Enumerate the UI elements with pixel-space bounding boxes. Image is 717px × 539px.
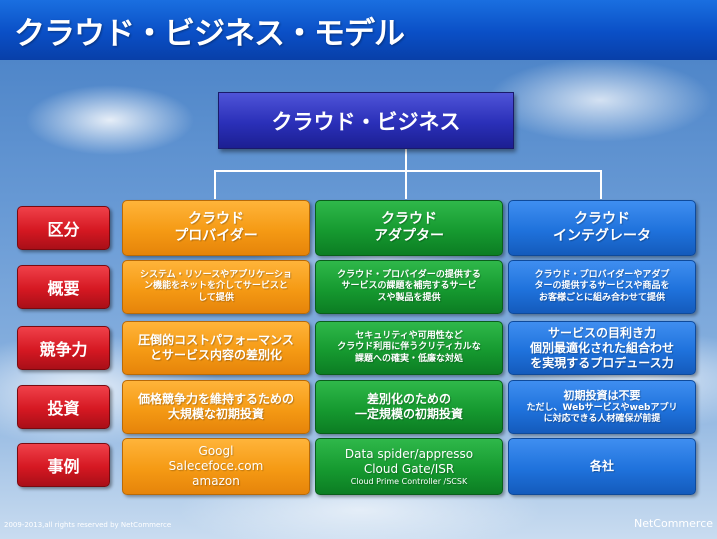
cell-line: Cloud Gate/ISR [363, 461, 455, 476]
competitiveness-integrator: サービスの目利き力 個別最適化された組合わせ を実現するプロデュース力 [508, 321, 696, 375]
header-line2: インテグレータ [553, 228, 651, 244]
overview-integrator: クラウド・プロバイダーやアダプ ターの提供するサービスや商品を お客様ごとに組み… [508, 260, 696, 314]
cell-line: とサービス内容の差別化 [149, 348, 282, 362]
investment-provider: 価格競争力を維持するための 大規模な初期投資 [122, 380, 310, 434]
title-bar: クラウド・ビジネス・モデル [0, 0, 717, 60]
cell-line: サービスの目利き力 [547, 325, 656, 340]
slide-title: クラウド・ビジネス・モデル [14, 16, 405, 52]
cell-line: 圧倒的コストパフォーマンス [138, 333, 294, 347]
overview-provider: システム・リソースやアプリケーショ ン機能をネットを介してサービスと して提供 [122, 260, 310, 314]
cell-line: して提供 [198, 292, 234, 303]
category-label: 投資 [47, 399, 80, 418]
examples-adapter: Data spider/appresso Cloud Gate/ISR Clou… [315, 438, 503, 495]
category-label: 概要 [47, 279, 80, 298]
cell-line: amazon [192, 474, 240, 488]
connector-vertical-main [405, 147, 407, 171]
netcommerce-logo: NetCommerce [634, 517, 714, 530]
header-cloud-adapter: クラウド アダプター [315, 200, 503, 256]
overview-adapter: クラウド・プロバイダーの提供する サービスの課題を補完するサービ スや製品を提供 [315, 260, 503, 314]
cloud-business-box: クラウド・ビジネス [218, 92, 514, 149]
cell-line: Googl [198, 444, 234, 458]
category-jirei: 事例 [17, 443, 110, 487]
cell-line: 差別化のための [366, 392, 451, 406]
connector-left [214, 170, 216, 199]
cell-line: ン機能をネットを介してサービスと [144, 281, 288, 292]
examples-integrator: 各社 [508, 438, 696, 495]
category-label: 事例 [47, 457, 80, 476]
category-label: 競争力 [39, 340, 88, 359]
cell-line: スや製品を提供 [377, 292, 441, 303]
connector-horizontal [214, 170, 602, 172]
cell-line: 価格競争力を維持するための [137, 392, 294, 406]
cell-line: Cloud Prime Controller /SCSK [350, 476, 468, 486]
category-label: 区分 [47, 220, 80, 239]
category-toushi: 投資 [17, 385, 110, 429]
header-cloud-provider: クラウド プロバイダー [122, 200, 310, 256]
cell-line: 一定規模の初期投資 [354, 407, 463, 421]
header-line1: クラウド [381, 210, 437, 227]
category-gaiyou: 概要 [17, 265, 110, 309]
competitiveness-provider: 圧倒的コストパフォーマンス とサービス内容の差別化 [122, 321, 310, 375]
cell-line: クラウド・プロバイダーやアダプ [534, 270, 670, 281]
examples-provider: Googl Salecefoce.com amazon [122, 438, 310, 495]
header-line2: アダプター [374, 228, 444, 244]
investment-adapter: 差別化のための 一定規模の初期投資 [315, 380, 503, 434]
connector-right [600, 170, 602, 199]
cloud-business-label: クラウド・ビジネス [271, 109, 461, 134]
cell-line: クラウド利用に伴うクリティカルな [337, 342, 481, 353]
header-line2: プロバイダー [174, 228, 258, 244]
cell-line: 課題への確実・低廉な対処 [354, 353, 463, 364]
cell-line: 各社 [589, 459, 614, 473]
cell-line: お客様ごとに組み合わせて提供 [538, 292, 665, 303]
cell-line: Data spider/appresso [344, 446, 474, 461]
cell-line: ただし、Webサービスやwebアプリ [526, 402, 678, 413]
cell-line: システム・リソースやアプリケーショ [139, 270, 293, 281]
cell-line: 個別最適化された組合わせ [529, 340, 674, 355]
header-cloud-integrator: クラウド インテグレータ [508, 200, 696, 256]
connector-center [405, 170, 407, 199]
cell-line: 大規模な初期投資 [167, 407, 264, 421]
investment-integrator: 初期投資は不要 ただし、Webサービスやwebアプリ に対応できる人材確保が前提 [508, 380, 696, 434]
cell-line: サービスの課題を補完するサービ [341, 281, 477, 292]
header-line1: クラウド [188, 210, 244, 227]
category-kubun: 区分 [17, 206, 110, 250]
cell-line: 初期投資は不要 [563, 388, 641, 402]
competitiveness-adapter: セキュリティや可用性など クラウド利用に伴うクリティカルな 課題への確実・低廉な… [315, 321, 503, 375]
cell-line: に対応できる人材確保が前提 [543, 413, 661, 424]
cell-line: セキュリティや可用性など [355, 331, 463, 342]
cell-line: ターの提供するサービスや商品を [534, 281, 670, 292]
cell-line: クラウド・プロバイダーの提供する [337, 270, 481, 281]
header-line1: クラウド [574, 210, 630, 227]
category-kyousouryoku: 競争力 [17, 326, 110, 370]
cell-line: Salecefoce.com [168, 459, 264, 473]
cell-line: を実現するプロデュース力 [530, 355, 674, 370]
copyright-text: 2009-2013,all rights reserved by NetComm… [4, 521, 172, 529]
